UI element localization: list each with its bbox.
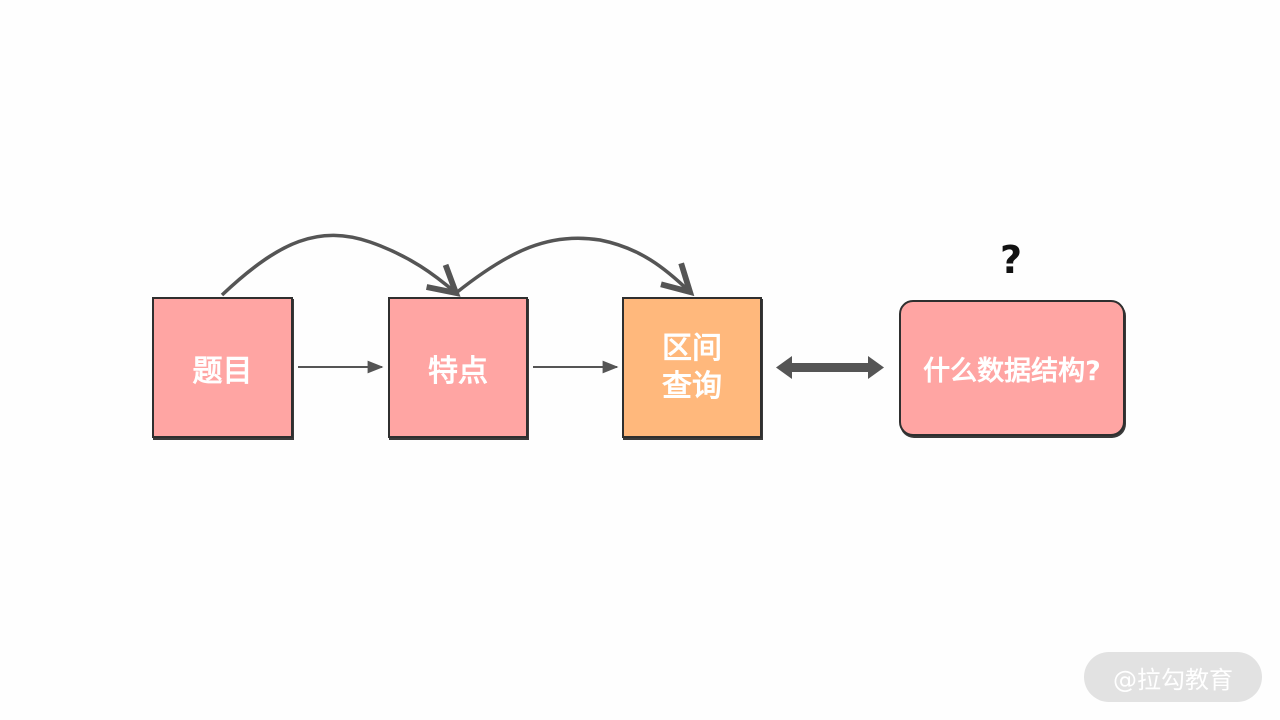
question-mark: ? (999, 238, 1023, 282)
feature-label: 特点 (428, 353, 488, 389)
range-query-label-line2: 查询 (662, 368, 722, 404)
watermark-text: @拉勾教育 (1113, 665, 1233, 694)
data-structure-node: 什么数据结构? (899, 300, 1125, 436)
topic-node: 题目 (152, 297, 293, 438)
feature-node: 特点 (388, 297, 528, 438)
curve-arrow-feature-to-range-query (454, 236, 690, 293)
range-query-node: 区间 查询 (622, 297, 762, 438)
topic-label: 题目 (192, 353, 253, 389)
data-structure-label: 什么数据结构? (923, 355, 1101, 387)
range-query-label-line1: 区间 (662, 330, 722, 366)
curve-arrow-topic-to-feature (220, 233, 456, 295)
double-arrow (776, 356, 884, 379)
watermark-badge: @拉勾教育 (1084, 652, 1262, 702)
